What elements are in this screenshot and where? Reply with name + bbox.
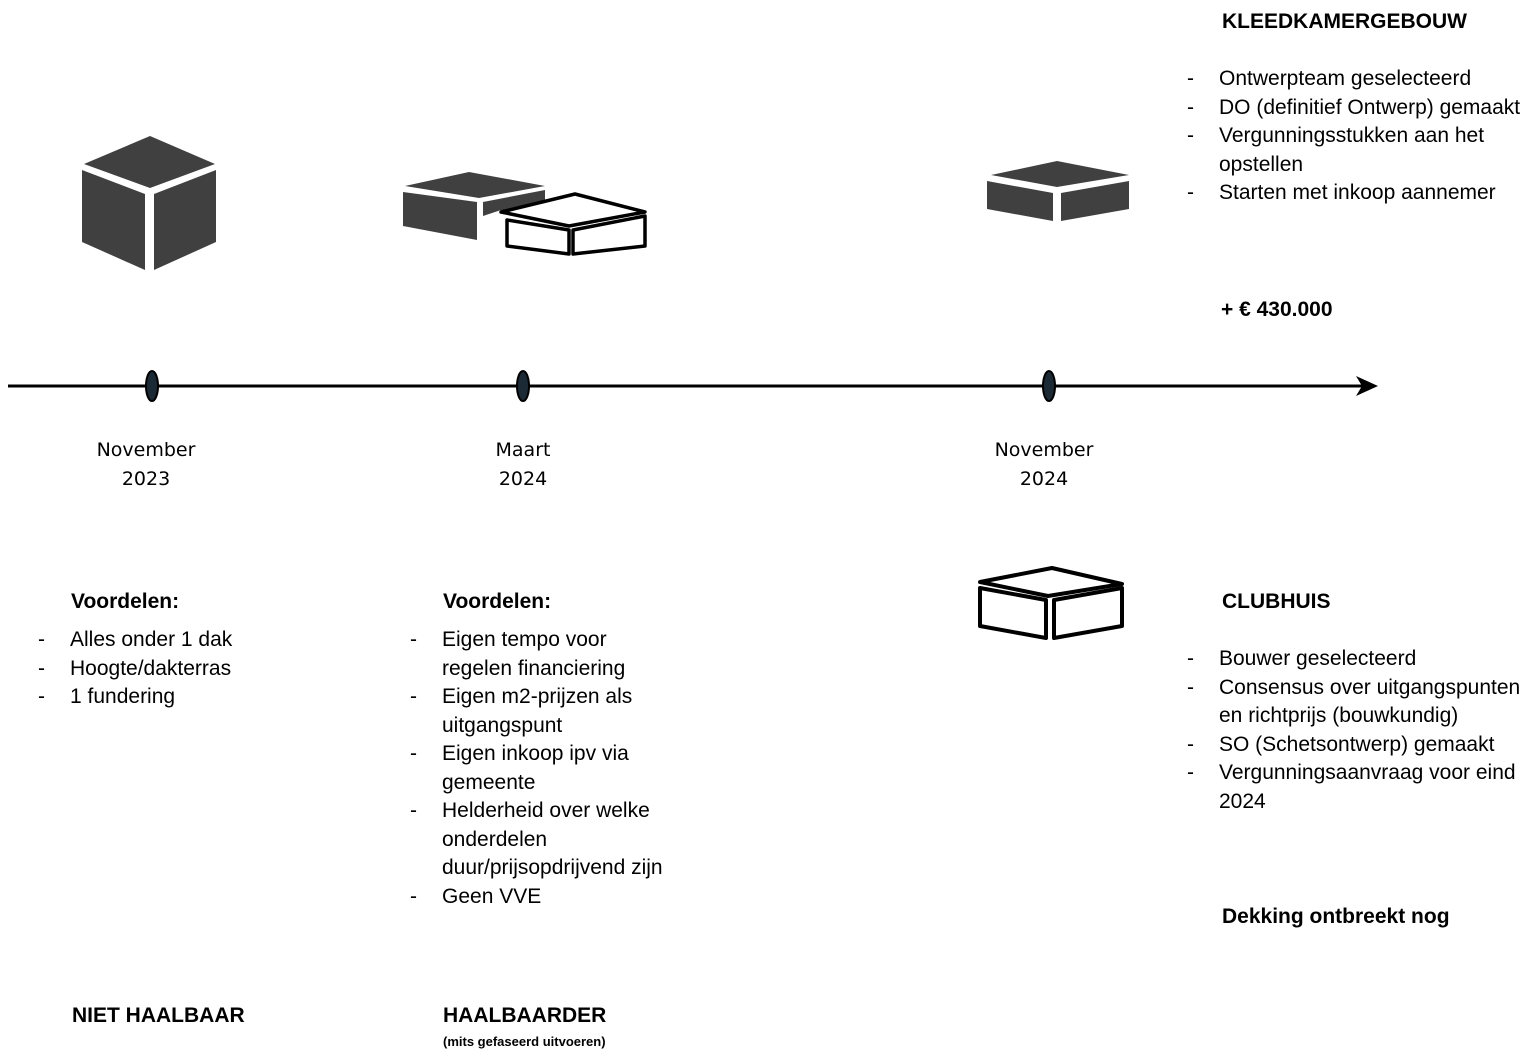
milestone-year-3: 2024 [1019, 468, 1069, 490]
milestone-date-2: Maart 2024 [443, 436, 603, 494]
milestone-marker-1 [145, 370, 159, 402]
milestone-marker-3 [1042, 370, 1056, 402]
timeline-arrowhead [1356, 376, 1378, 396]
clubhuis-funding-status: Dekking ontbreekt nog [1222, 905, 1450, 928]
kleedkamer-amount: + € 430.000 [1221, 298, 1333, 321]
milestone-marker-2 [516, 370, 530, 402]
list-item: Geen VVE [410, 883, 672, 912]
option1-verdict: NIET HAALBAAR [72, 1004, 245, 1027]
list-item: Ontwerpteam geselecteerd [1187, 65, 1531, 94]
list-item: Eigen inkoop ipv via gemeente [410, 740, 672, 797]
milestone-month-1: November [96, 439, 196, 461]
option1-advantages-heading: Voordelen: [71, 590, 180, 613]
milestone-month-3: November [994, 439, 1094, 461]
list-item: Alles onder 1 dak [38, 626, 338, 655]
list-item: DO (definitief Ontwerp) gemaakt [1187, 94, 1531, 123]
list-item: Bouwer geselecteerd [1187, 645, 1525, 674]
option2-verdict: HAALBAARDER [443, 1004, 607, 1027]
option2-verdict-note: (mits gefaseerd uitvoeren) [443, 1034, 606, 1049]
timeline-axis [8, 370, 1378, 402]
dark-and-outline-block-icon [403, 172, 647, 256]
list-item: Starten met inkoop aannemer [1187, 179, 1531, 208]
option2-advantages-heading: Voordelen: [443, 590, 552, 613]
outline-slab-icon [978, 566, 1124, 640]
list-item: Hoogte/dakterras [38, 655, 338, 684]
option1-advantages-list: Alles onder 1 dak Hoogte/dakterras 1 fun… [38, 626, 338, 712]
milestone-month-2: Maart [495, 439, 551, 461]
list-item: Helderheid over welke onderdelen duur/pr… [410, 797, 672, 883]
list-item: Eigen m2-prijzen als uitgangspunt [410, 683, 672, 740]
milestone-date-3: November 2024 [964, 436, 1124, 494]
solid-cube-icon [82, 136, 216, 270]
clubhuis-status-list: Bouwer geselecteerd Consensus over uitga… [1187, 645, 1525, 816]
milestone-year-2: 2024 [498, 468, 548, 490]
milestone-date-1: November 2023 [66, 436, 226, 494]
list-item: Consensus over uitgangspunten en richtpr… [1187, 674, 1525, 731]
kleedkamer-title: KLEEDKAMERGEBOUW [1222, 10, 1467, 33]
list-item: Eigen tempo voor regelen financiering [410, 626, 672, 683]
list-item: Vergunningsaanvraag voor eind 2024 [1187, 759, 1525, 816]
milestone-year-1: 2023 [121, 468, 171, 490]
kleedkamer-status-list: Ontwerpteam geselecteerd DO (definitief … [1187, 65, 1531, 208]
list-item: Vergunningsstukken aan het opstellen [1187, 122, 1531, 179]
list-item: SO (Schetsontwerp) gemaakt [1187, 731, 1525, 760]
option2-advantages-list: Eigen tempo voor regelen financiering Ei… [410, 626, 672, 911]
clubhuis-title: CLUBHUIS [1222, 590, 1331, 613]
dark-slab-icon [987, 161, 1129, 221]
list-item: 1 fundering [38, 683, 338, 712]
